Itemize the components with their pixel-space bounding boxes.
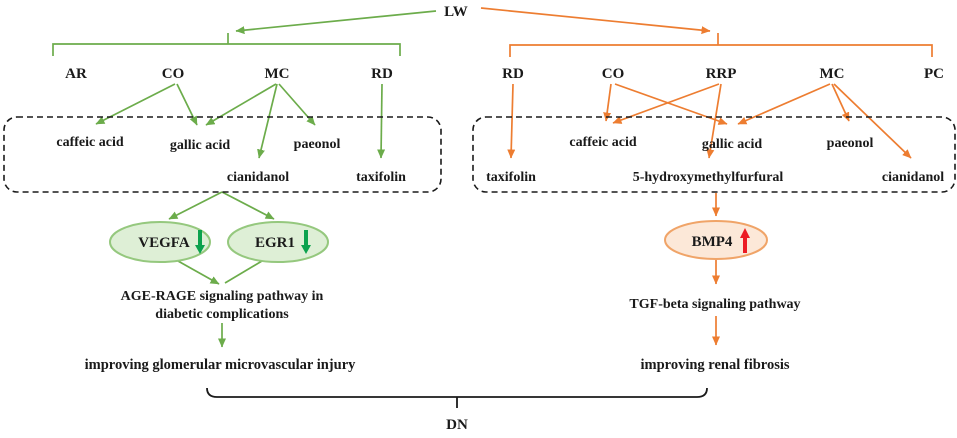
right-pathway-block: TGF-beta signaling pathway improving ren…	[629, 297, 800, 373]
compound-taxifolin-right: taxifolin	[486, 170, 536, 185]
right-herb-labels: RD CO RRP MC PC	[502, 66, 944, 82]
brace-line	[206, 387, 708, 398]
herb-label-rrp: RRP	[706, 66, 737, 82]
left-compound-labels: caffeic acid gallic acid paeonol cianida…	[56, 135, 406, 185]
herb-label-mc-left: MC	[265, 66, 290, 82]
edge-co-gallic-acid-arrow-right	[614, 83, 728, 125]
edge-mc-gallic-acid-arrow-right	[737, 83, 831, 125]
right-outcome-label: improving renal fibrosis	[640, 357, 789, 373]
vegfa-ellipse	[109, 221, 211, 263]
egr1-down-regulation-icon	[301, 230, 311, 254]
edge-rd-taxifolin-arrow-right	[507, 83, 516, 159]
right-branch-lines	[480, 7, 933, 346]
compound-hydroxymethylfurfural: 5-hydroxymethylfurfural	[633, 170, 784, 185]
edge-box-egr1-arrow	[221, 191, 275, 220]
herb-label-ar: AR	[65, 66, 87, 82]
edge-mc-cianidanol-arrow	[257, 83, 278, 159]
edge-co-gallic-acid-arrow	[176, 83, 198, 126]
herb-label-pc: PC	[924, 66, 944, 82]
herb-label-co-right: CO	[602, 66, 625, 82]
compound-gallic-acid-right: gallic acid	[702, 137, 762, 152]
herb-label-rd-right: RD	[502, 66, 524, 82]
edge-egr1-pathway-line	[224, 260, 263, 284]
edge-box-vegfa-arrow	[168, 191, 223, 220]
left-compound-box	[3, 116, 442, 193]
root-node-label: LW	[444, 4, 468, 20]
bottom-node-label: DN	[446, 417, 468, 433]
bmp4-ellipse	[664, 220, 768, 260]
compound-caffeic-acid-left: caffeic acid	[56, 135, 123, 150]
compound-cianidanol-left: cianidanol	[227, 170, 289, 185]
vegfa-down-regulation-icon	[195, 230, 205, 254]
compound-caffeic-acid-right: caffeic acid	[569, 135, 636, 150]
left-herb-labels: AR CO MC RD	[65, 66, 393, 82]
compound-paeonol-left: paeonol	[294, 137, 341, 152]
edge-rd-taxifolin-arrow	[377, 83, 386, 159]
edge-lw-right-bracket-arrow	[480, 7, 711, 35]
left-pathway-line2: diabetic complications	[155, 307, 289, 322]
right-pathway-line1: TGF-beta signaling pathway	[629, 297, 800, 312]
gene-label-vegfa: VEGFA	[138, 235, 190, 251]
herb-label-rd-left: RD	[371, 66, 393, 82]
right-branch-bracket	[509, 44, 933, 57]
left-branch-lines	[52, 10, 437, 348]
edge-mc-paeonol-arrow-right	[831, 83, 850, 122]
edge-mc-paeonol-arrow	[278, 83, 316, 126]
bmp4-up-regulation-icon	[740, 228, 750, 253]
edge-vegfa-pathway-arrow	[177, 260, 220, 285]
gene-label-egr1: EGR1	[255, 235, 295, 251]
left-branch-bracket	[52, 43, 401, 56]
herb-label-co-left: CO	[162, 66, 185, 82]
edge-co-caffeic-acid-arrow-right	[603, 83, 612, 122]
gene-nodes: VEGFA EGR1 BMP4	[109, 220, 768, 263]
left-pathway-line1: AGE-RAGE signaling pathway in	[121, 289, 324, 304]
edge-co-caffeic-acid-arrow	[95, 83, 176, 125]
edge-rrp-hydroxymethylfurfural-arrow	[706, 83, 722, 159]
compound-taxifolin-left: taxifolin	[356, 170, 406, 185]
herb-label-mc-right: MC	[820, 66, 845, 82]
compound-cianidanol-right: cianidanol	[882, 170, 944, 185]
egr1-ellipse	[227, 221, 329, 263]
right-compound-labels: caffeic acid gallic acid paeonol taxifol…	[486, 135, 944, 185]
edge-lw-left-bracket-arrow	[235, 10, 437, 35]
bottom-brace	[206, 387, 708, 408]
compound-paeonol-right: paeonol	[827, 136, 874, 151]
left-outcome-label: improving glomerular microvascular injur…	[85, 357, 357, 373]
compound-gallic-acid-left: gallic acid	[170, 138, 230, 153]
edge-mc-cianidanol-arrow-right	[833, 83, 912, 159]
gene-label-bmp4: BMP4	[692, 234, 733, 250]
right-compound-box	[472, 116, 956, 193]
left-pathway-block: AGE-RAGE signaling pathway in diabetic c…	[85, 289, 357, 373]
edge-mc-gallic-acid-arrow	[205, 83, 277, 126]
